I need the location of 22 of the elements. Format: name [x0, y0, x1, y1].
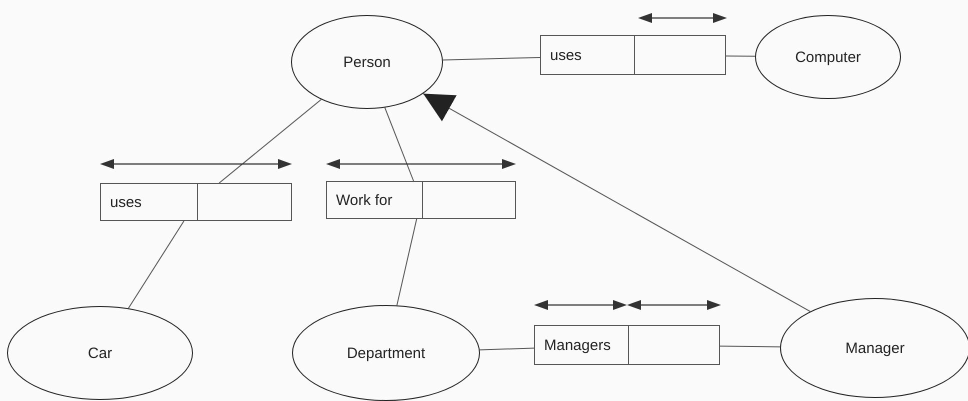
connector-line	[384, 107, 414, 182]
relationship-name: Work for	[335, 190, 392, 210]
connector-line	[128, 220, 184, 309]
connector-line	[218, 99, 322, 184]
relationship-name: Managers	[543, 336, 611, 356]
relationship-box	[534, 325, 720, 365]
connector-line	[442, 56, 540, 60]
relationship-name: uses	[109, 192, 142, 212]
entity-name: Person	[343, 54, 391, 70]
entity-name: Car	[88, 344, 112, 362]
relationship-box	[540, 35, 726, 75]
connector-line	[720, 346, 781, 348]
relationship-box	[326, 181, 516, 219]
entity-name: Computer	[795, 48, 861, 66]
relationship-box	[100, 183, 292, 221]
connector-line	[396, 218, 418, 306]
connector-line	[726, 55, 756, 57]
entity-name: Manager	[845, 340, 905, 356]
relationship-name: uses	[549, 46, 582, 66]
arrow	[422, 93, 811, 312]
entity-name: Department	[346, 344, 426, 362]
connector-line	[479, 348, 534, 350]
